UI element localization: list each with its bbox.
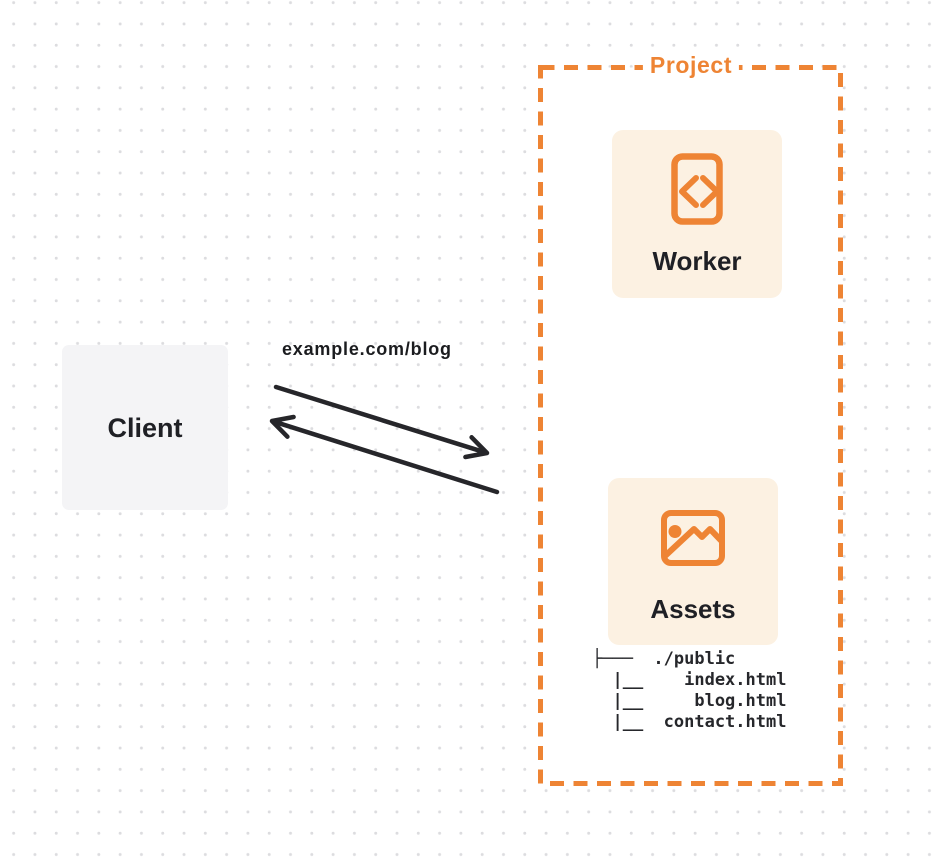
request-arrow-line bbox=[273, 384, 486, 455]
client-card: Client bbox=[62, 345, 228, 510]
file-tree-line-blog: |__ blog.html bbox=[592, 691, 787, 711]
file-tree-line-contact: |__ contact.html bbox=[592, 712, 787, 732]
worker-card: Worker bbox=[612, 130, 782, 298]
assets-label: Assets bbox=[650, 594, 736, 624]
file-tree: ├─── ./public |__ index.html |__ blog.ht… bbox=[592, 649, 786, 733]
image-icon bbox=[661, 510, 725, 566]
worker-label: Worker bbox=[652, 246, 742, 276]
request-url-label: example.com/blog bbox=[282, 339, 452, 359]
file-tree-line-public: ├─── ./public bbox=[592, 649, 736, 669]
response-arrowhead bbox=[269, 414, 296, 439]
assets-card: Assets bbox=[608, 478, 778, 645]
project-label: Project bbox=[642, 50, 740, 80]
request-arrowhead bbox=[463, 435, 490, 460]
file-tree-line-index: |__ index.html bbox=[592, 670, 787, 690]
response-arrow-line bbox=[273, 419, 500, 495]
code-file-icon bbox=[671, 153, 723, 225]
client-label: Client bbox=[107, 412, 183, 443]
